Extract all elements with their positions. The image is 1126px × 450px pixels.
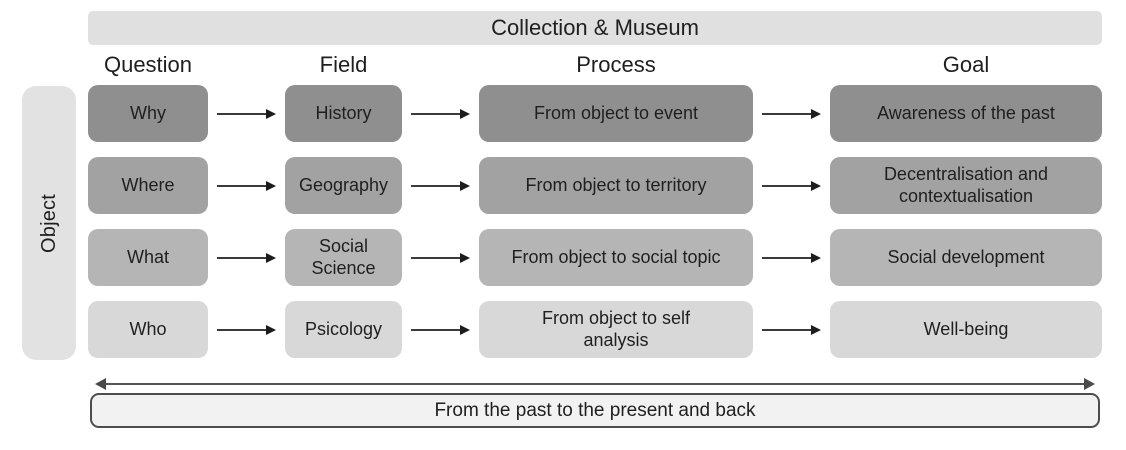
process-box: From object to social topic (479, 229, 753, 286)
process-box: From object to self analysis (479, 301, 753, 358)
goal-label: Awareness of the past (877, 102, 1055, 123)
double-headed-arrow-icon (95, 378, 1095, 390)
goal-label: Social development (887, 246, 1045, 267)
process-box: From object to event (479, 85, 753, 142)
right-arrow-icon (753, 157, 830, 214)
column-header-goal: Goal (942, 51, 990, 77)
question-label: Who (129, 318, 167, 339)
goal-label: Decentralisation and contextualisation (883, 163, 1049, 206)
process-label: From object to territory (525, 174, 707, 195)
right-arrow-icon (753, 229, 830, 286)
field-box: History (285, 85, 402, 142)
diagram-row-who: Who Psicology From object to self analys… (88, 301, 1102, 358)
diagram-row-what: What Social Science From object to socia… (88, 229, 1102, 286)
right-arrow-icon (753, 85, 830, 142)
question-label: What (126, 246, 169, 267)
goal-box: Decentralisation and contextualisation (830, 157, 1102, 214)
field-label: Psicology (304, 318, 383, 339)
diagram-row-where: Where Geography From object to territory… (88, 157, 1102, 214)
goal-label: Well-being (923, 318, 1009, 339)
right-arrow-icon (753, 301, 830, 358)
right-arrow-icon (208, 229, 285, 286)
right-arrow-icon (208, 85, 285, 142)
goal-box: Awareness of the past (830, 85, 1102, 142)
right-arrow-icon (402, 229, 479, 286)
object-label: Object (37, 193, 60, 253)
process-label: From object to social topic (511, 246, 721, 267)
question-label: Where (121, 174, 175, 195)
column-headers: Question Field Process Goal (88, 50, 1102, 79)
question-label: Why (130, 102, 166, 123)
column-header-field: Field (319, 51, 368, 77)
question-box: Where (88, 157, 208, 214)
field-label: History (315, 102, 372, 123)
right-arrow-icon (402, 157, 479, 214)
diagram-row-why: Why History From object to event Awarene… (88, 85, 1102, 142)
object-box: Object (22, 86, 76, 360)
arrow-shaft (106, 383, 1084, 385)
question-box: What (88, 229, 208, 286)
field-box: Psicology (285, 301, 402, 358)
right-arrow-icon (402, 85, 479, 142)
goal-box: Social development (830, 229, 1102, 286)
right-arrow-icon (208, 157, 285, 214)
question-box: Who (88, 301, 208, 358)
right-arrow-icon (402, 301, 479, 358)
question-box: Why (88, 85, 208, 142)
bottom-bar: From the past to the present and back (90, 393, 1100, 428)
process-label: From object to event (533, 102, 699, 123)
process-box: From object to territory (479, 157, 753, 214)
diagram-stack: Collection & Museum Question Field Proce… (88, 11, 1102, 428)
goal-box: Well-being (830, 301, 1102, 358)
column-header-process: Process (576, 51, 656, 77)
process-label: From object to self analysis (541, 307, 691, 350)
bottom-bar-label: From the past to the present and back (434, 399, 756, 421)
title-banner: Collection & Museum (88, 11, 1102, 45)
column-header-question: Question (103, 51, 193, 77)
arrow-head-left (95, 378, 106, 390)
field-box: Geography (285, 157, 402, 214)
title-banner-label: Collection & Museum (491, 15, 699, 40)
field-box: Social Science (285, 229, 402, 286)
field-label: Geography (298, 174, 389, 195)
right-arrow-icon (208, 301, 285, 358)
arrow-head-right (1084, 378, 1095, 390)
field-label: Social Science (311, 235, 376, 278)
